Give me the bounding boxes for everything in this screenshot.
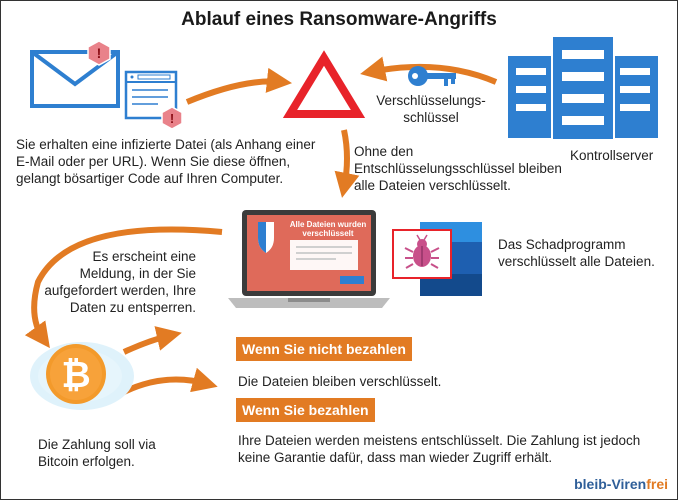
brand-logo: bleib-Virenfrei xyxy=(574,476,668,492)
svg-text:!: ! xyxy=(97,45,102,61)
not-pay-badge: Wenn Sie nicht bezahlen xyxy=(236,337,412,361)
arrow-warning-to-laptop xyxy=(334,129,360,198)
arrow-laptop-to-bitcoin xyxy=(24,226,223,349)
warning-hexagon-icon: ! xyxy=(161,106,183,130)
arrow-server-to-warning xyxy=(360,56,498,85)
key-label: Verschlüsselungs-schlüssel xyxy=(376,93,486,125)
warning-triangle-icon xyxy=(282,50,366,118)
bug-icon xyxy=(404,234,440,269)
key-icon xyxy=(408,66,456,86)
browser-window-icon xyxy=(124,70,178,120)
email-icon xyxy=(30,50,120,108)
brand-part-2: frei xyxy=(646,476,668,492)
bitcoin-text: Die Zahlung soll via Bitcoin erfolgen. xyxy=(38,437,156,469)
server-label: Kontrollserver xyxy=(570,148,654,163)
arrow-email-to-warning xyxy=(185,67,293,105)
svg-text:!: ! xyxy=(170,111,174,126)
pay-badge: Wenn Sie bezahlen xyxy=(236,398,375,422)
not-pay-text: Die Dateien bleiben verschlüsselt. xyxy=(238,374,442,389)
svg-text:₿: ₿ xyxy=(61,354,90,395)
pay-text: Ihre Dateien werden meistens entschlüsse… xyxy=(238,433,641,465)
arrow-bitcoin-down xyxy=(122,367,218,395)
encrypts-text: Das Schadprogramm verschlüsselt alle Dat… xyxy=(498,237,655,269)
laptop-popup-title: Alle Dateien wurden verschlüsselt xyxy=(289,220,367,238)
laptop-icon xyxy=(228,210,390,308)
diagram-title: Ablauf eines Ransomware-Angriffs xyxy=(181,9,497,30)
arrow-bitcoin-up xyxy=(122,326,182,355)
no-key-text: Ohne den Entschlüsselungsschlüssel bleib… xyxy=(354,144,562,193)
warning-hexagon-icon: ! xyxy=(87,40,111,66)
brand-part-1: bleib-Viren xyxy=(574,476,647,492)
infection-text: Sie erhalten eine infizierte Datei (als … xyxy=(16,137,316,186)
bitcoin-icon: ₿ xyxy=(30,342,134,410)
control-server-icon xyxy=(508,35,658,141)
message-text: Es erscheint eine Meldung, in der Sie au… xyxy=(44,249,196,315)
